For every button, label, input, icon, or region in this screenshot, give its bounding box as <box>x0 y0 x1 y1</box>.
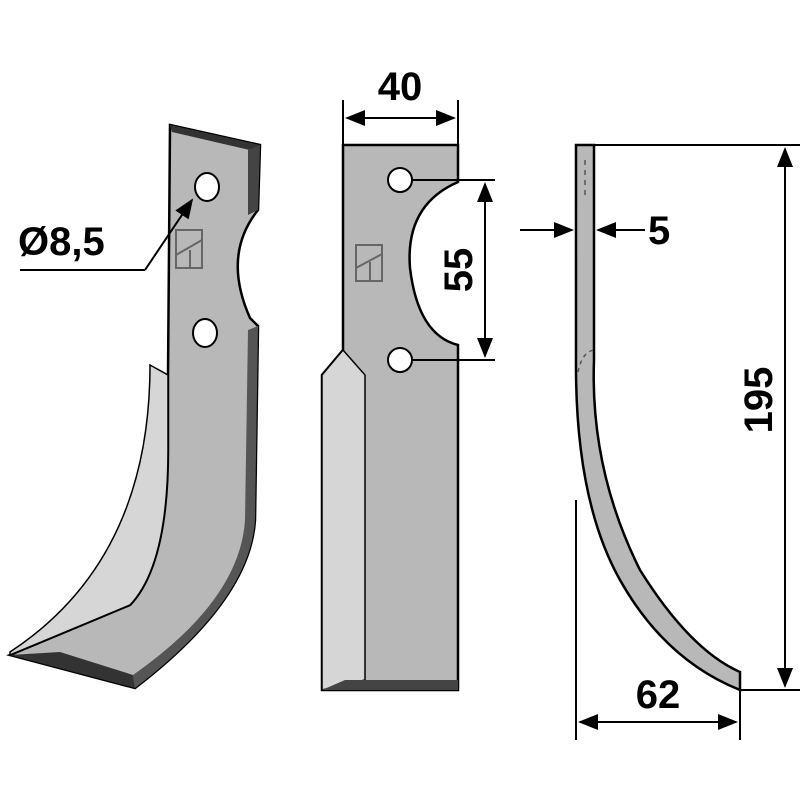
hole-diameter-label: Ø8,5 <box>18 220 105 264</box>
height-label: 195 <box>737 367 781 434</box>
mounting-hole-lower <box>192 318 218 348</box>
blade-perspective-view <box>6 123 262 690</box>
height-dimension: 195 <box>594 144 800 691</box>
offset-dimension: 62 <box>575 500 741 740</box>
hole-diameter-dimension: Ø8,5 <box>18 198 194 271</box>
brand-mark-icon <box>175 229 203 269</box>
width-label: 40 <box>378 65 423 109</box>
front-hole-upper <box>387 167 413 193</box>
front-hole-lower <box>387 347 413 373</box>
offset-label: 62 <box>636 673 681 717</box>
hole-spacing-dimension: 55 <box>412 179 495 361</box>
brand-mark-front-icon <box>355 244 383 282</box>
thickness-dimension: 5 <box>520 209 670 253</box>
thickness-label: 5 <box>648 209 670 253</box>
mounting-hole-upper <box>194 172 220 202</box>
width-dimension: 40 <box>342 65 459 145</box>
blade-front-view <box>320 143 460 692</box>
hole-spacing-label: 55 <box>437 248 481 293</box>
